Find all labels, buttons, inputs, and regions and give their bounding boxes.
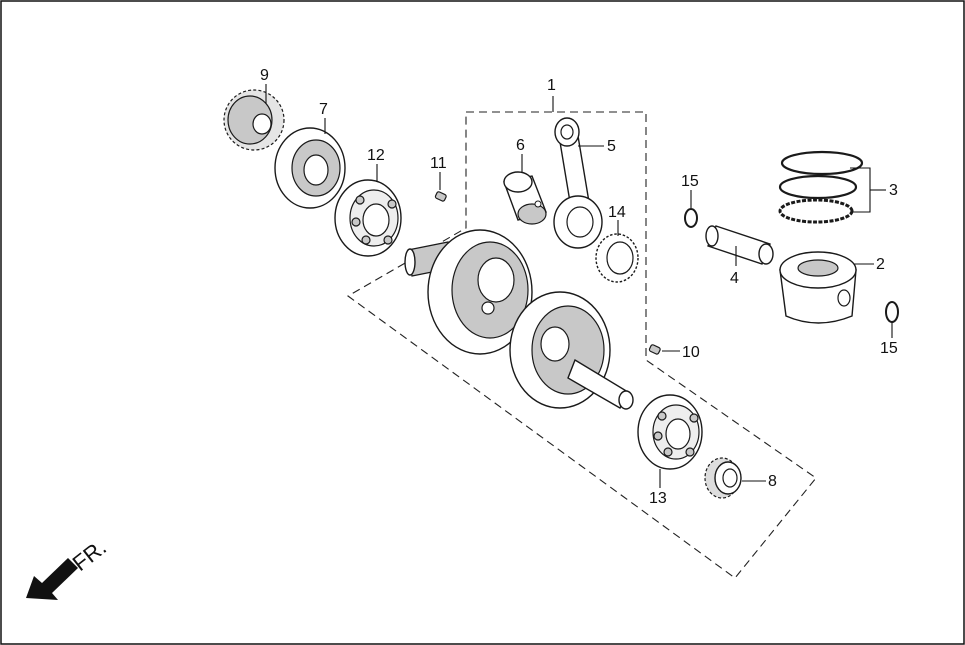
part-crankshaft-left	[404, 229, 533, 355]
callout-8: 8	[768, 473, 777, 490]
part-sprocket-8	[704, 457, 742, 499]
callout-13: 13	[649, 490, 667, 507]
callout-3: 3	[889, 182, 898, 199]
callout-2: 2	[876, 256, 885, 273]
part-circlip-15-lower	[885, 301, 899, 323]
callout-12: 12	[367, 147, 385, 164]
callout-labels: 1 9 7 12 11 6 5 14 15 3 4 2 15 10 8 13	[260, 67, 898, 507]
callout-11: 11	[430, 155, 447, 172]
part-piston-pin-4	[705, 225, 774, 265]
part-bearing-7	[274, 127, 346, 209]
callout-10: 10	[682, 344, 700, 361]
callout-15-upper: 15	[681, 173, 699, 190]
callout-9: 9	[260, 67, 269, 84]
part-ball-bearing-13	[637, 394, 703, 470]
callout-1: 1	[547, 77, 556, 94]
part-connecting-rod-5	[553, 117, 603, 249]
part-key-10	[648, 344, 661, 355]
callout-6: 6	[516, 137, 525, 154]
front-arrow-icon	[26, 558, 78, 600]
part-piston-rings-3	[778, 150, 864, 224]
part-ball-bearing-12	[334, 179, 402, 257]
part-crankshaft-right	[509, 291, 634, 410]
assembly-boundary-outline	[346, 111, 817, 579]
part-circlip-15-upper	[684, 208, 698, 228]
part-crank-pin-6	[503, 171, 547, 225]
callout-4: 4	[730, 270, 739, 287]
callout-5: 5	[607, 138, 616, 155]
front-direction-indicator: FR.	[26, 534, 111, 600]
leader-lines	[265, 84, 893, 488]
part-piston-2	[779, 251, 857, 324]
callout-15-lower: 15	[880, 340, 898, 357]
part-needle-bearing-14	[595, 233, 639, 283]
part-key-11	[434, 191, 447, 202]
callout-7: 7	[319, 101, 328, 118]
part-drive-gear	[223, 89, 285, 151]
callout-14: 14	[608, 204, 626, 221]
